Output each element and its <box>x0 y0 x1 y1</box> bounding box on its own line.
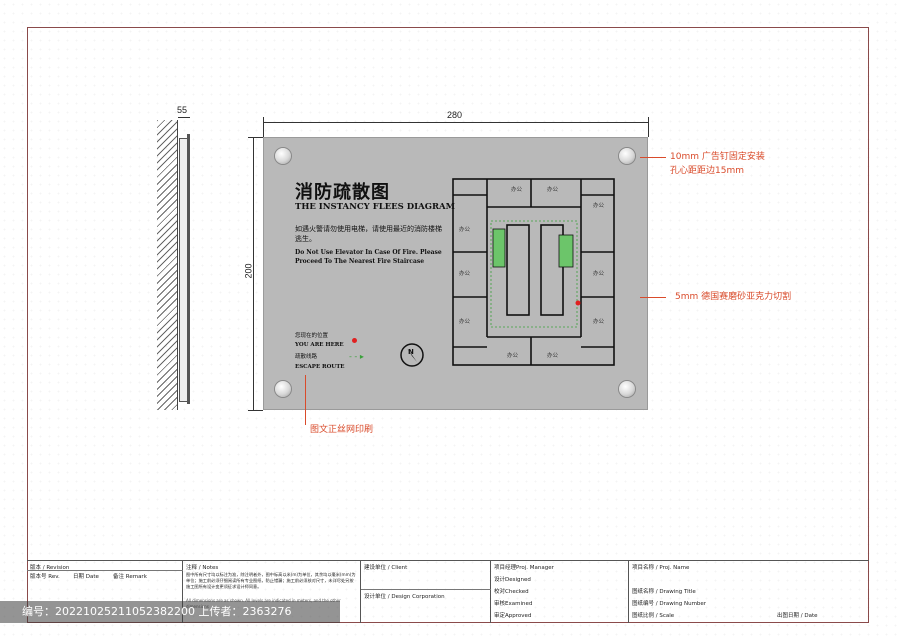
designed-label: 设计Designed <box>494 577 531 583</box>
approved-label: 审定Approved <box>494 613 532 619</box>
proj-name-label: 项目名称 / Proj. Name <box>632 565 690 571</box>
drawing-number-label: 图纸编号 / Drawing Number <box>632 601 707 607</box>
room-label: 办公 <box>593 317 605 325</box>
side-dim-label: 55 <box>177 105 188 115</box>
height-dim-tick-bottom <box>248 410 263 411</box>
annotation-acrylic: 5mm 德国赛磨砂亚克力切割 <box>675 292 792 302</box>
date-label: 日期 Date <box>73 574 99 580</box>
scale-label: 图纸比例 / Scale <box>632 613 675 619</box>
width-dim-line <box>263 122 648 123</box>
annotation-screw-1: 10mm 广告钉固定安装 <box>670 152 765 162</box>
room-label: 办公 <box>511 185 523 193</box>
rev-label: 版本号 Rev. <box>30 574 60 580</box>
annotation-screw-2: 孔心距距边15mm <box>670 166 744 176</box>
drawing-title-label: 图纸名称 / Drawing Title <box>632 589 696 595</box>
bolt-bottom-left <box>275 381 291 397</box>
project-cell: 项目名称 / Proj. Name 图纸名称 / Drawing Title 图… <box>629 561 869 623</box>
escape-route-arrow: - - ▸ <box>349 352 364 361</box>
notes-text: 图中所有尺寸均以标注为准，除注明者外，图中标高以米(m)为单位，其余均以毫米(m… <box>186 572 356 589</box>
remark-label: 备注 Remark <box>113 574 147 580</box>
you-are-here-dot <box>352 338 357 343</box>
height-dim-tick-top <box>248 137 263 138</box>
proj-manager-label: 项目经理Proj. Manager <box>494 565 554 571</box>
notes-label: 注释 / Notes <box>186 565 219 571</box>
svg-text:N: N <box>408 348 414 356</box>
width-dim-label: 280 <box>447 110 463 120</box>
examined-label: 审核Examined <box>494 601 533 607</box>
width-dim-tick-left <box>263 117 264 137</box>
sign-title-cn: 消防疏散图 <box>295 182 390 203</box>
legend-route-en: ESCAPE ROUTE <box>295 364 345 370</box>
print-leader <box>305 375 306 425</box>
screw-leader <box>640 157 666 158</box>
bolt-bottom-right <box>619 381 635 397</box>
room-label: 办公 <box>459 225 471 233</box>
title-block: 版本 / Revision 版本号 Rev. 日期 Date 备注 Remark… <box>27 560 869 623</box>
revision-label: 版本 / Revision <box>30 565 70 571</box>
side-dim-line <box>178 117 190 118</box>
client-cell: 建设单位 / Client 设计单位 / Design Corporation <box>361 561 491 623</box>
room-label: 办公 <box>547 185 559 193</box>
legend-here-en: YOU ARE HERE <box>295 342 344 348</box>
height-dim-line <box>253 137 254 410</box>
warning-en: Do Not Use Elevator In Case Of Fire. Ple… <box>295 249 442 265</box>
annotation-print: 图文正丝网印刷 <box>310 425 374 435</box>
design-corp-label: 设计单位 / Design Corporation <box>364 594 445 600</box>
side-view <box>157 120 197 420</box>
client-label: 建设单位 / Client <box>364 565 408 571</box>
compass-icon: N <box>400 343 424 367</box>
watermark-bar: 编号：20221025211052382200 上传者：2363276 <box>0 601 340 623</box>
room-label: 办公 <box>507 351 519 359</box>
height-dim-label: 200 <box>243 263 254 279</box>
revision-cell: 版本 / Revision 版本号 Rev. 日期 Date 备注 Remark <box>27 561 183 623</box>
room-label: 办公 <box>593 201 605 209</box>
room-label: 办公 <box>547 351 559 359</box>
drawing-frame <box>27 27 869 623</box>
revision-divider <box>27 570 183 571</box>
date-out-label: 出图日期 / Date <box>777 613 818 619</box>
floor-plan: 办公 办公 办公 办公 办公 办公 办公 办公 办公 办公 <box>452 178 615 366</box>
panel-edge <box>187 134 190 404</box>
client-divider <box>361 589 491 590</box>
bolt-top-right <box>619 148 635 164</box>
legend-here-cn: 您现在的位置 <box>295 333 329 339</box>
width-dim-tick-right <box>648 117 649 137</box>
room-label: 办公 <box>593 269 605 277</box>
warning-cn: 如遇火警请勿使用电梯，请使用最近的消防楼梯逃生。 <box>295 225 442 243</box>
sign-title-en: THE INSTANCY FLEES DIAGRAM <box>295 202 456 212</box>
bolt-top-left <box>275 148 291 164</box>
staff-cell: 项目经理Proj. Manager 设计Designed 校对Checked 审… <box>491 561 629 623</box>
sign-panel: 消防疏散图 THE INSTANCY FLEES DIAGRAM 如遇火警请勿使… <box>263 137 648 410</box>
checked-label: 校对Checked <box>494 589 529 595</box>
room-label: 办公 <box>459 269 471 277</box>
acrylic-leader <box>640 297 666 298</box>
room-label: 办公 <box>459 317 471 325</box>
legend-route-cn: 疏散线路 <box>295 354 318 360</box>
wall-hatch <box>157 120 178 410</box>
